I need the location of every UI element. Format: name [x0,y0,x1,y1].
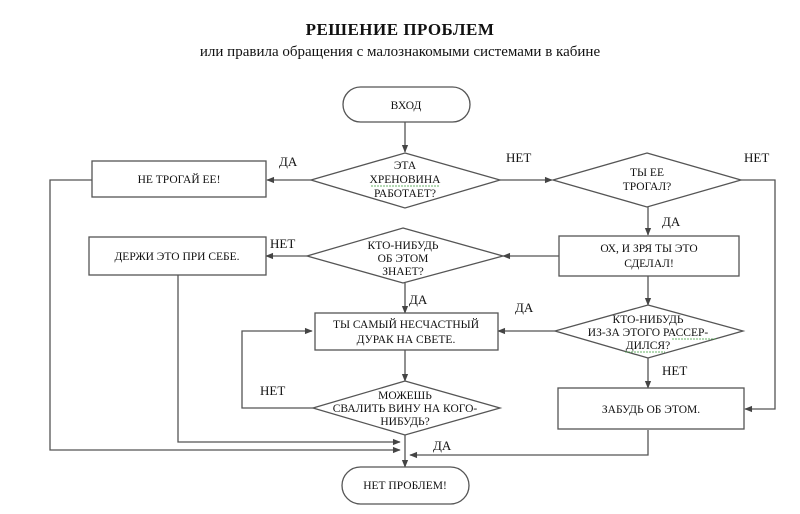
label-knows-yes: ДА [409,292,428,307]
edge-touched-no [741,179,776,413]
node-works-question: ЭТА ХРЕНОВИНА РАБОТАЕТ? [308,152,503,209]
node-forget-label: ЗАБУДЬ ОБ ЭТОМ. [602,404,700,416]
node-oh-no: ОХ, И ЗРЯ ТЫ ЭТО СДЕЛАЛ! [558,235,740,277]
node-knows-line3: ЗНАЕТ? [382,266,424,278]
node-angry-line2: ИЗ-ЗА ЭТОГО РАССЕР- [588,327,709,339]
node-keep-secret: ДЕРЖИ ЭТО ПРИ СЕБЕ. [88,236,267,276]
node-dont-touch-label: НЕ ТРОГАЙ ЕЕ! [138,172,221,186]
node-fool-line2: ДУРАК НА СВЕТЕ. [357,334,456,346]
label-blame-no: НЕТ [260,383,285,398]
edge-blame-no [241,327,313,409]
node-works-line1: ЭТА [394,160,417,172]
edge-forget-to-end [409,430,649,459]
node-dont-touch: НЕ ТРОГАЙ ЕЕ! [91,160,267,198]
node-end: НЕТ ПРОБЛЕМ! [341,466,470,505]
node-knows-line1: КТО-НИБУДЬ [368,240,439,252]
node-angry-line1: КТО-НИБУДЬ [613,314,684,326]
node-end-label: НЕТ ПРОБЛЕМ! [363,480,447,492]
node-touched-question: ТЫ ЕЕ ТРОГАЛ? [550,152,744,208]
node-start-label: ВХОД [391,100,422,112]
label-knows-no: НЕТ [270,236,295,251]
label-angry-yes: ДА [515,300,534,315]
node-blame-line1: МОЖЕШЬ [378,390,432,402]
node-fool: ТЫ САМЫЙ НЕСЧАСТНЫЙ ДУРАК НА СВЕТЕ. [314,312,499,351]
node-blame-question: МОЖЕШЬ СВАЛИТЬ ВИНУ НА КОГО- НИБУДЬ? [310,380,503,436]
node-knows-question: КТО-НИБУДЬ ОБ ЭТОМ ЗНАЕТ? [304,227,506,284]
edge-dont-touch-to-end [49,179,401,454]
node-angry-question: КТО-НИБУДЬ ИЗ-ЗА ЭТОГО РАССЕР- ДИЛСЯ? [552,304,746,359]
node-forget: ЗАБУДЬ ОБ ЭТОМ. [557,387,745,430]
node-blame-line3: НИБУДЬ? [380,416,429,428]
node-angry-line3: ДИЛСЯ? [626,340,670,352]
node-keep-secret-label: ДЕРЖИ ЭТО ПРИ СЕБЕ. [114,251,239,263]
node-works-line3: РАБОТАЕТ? [374,188,436,200]
node-touched-line1: ТЫ ЕЕ [630,167,664,179]
node-start: ВХОД [342,86,471,123]
node-works-line2: ХРЕНОВИНА [370,174,442,186]
label-works-yes: ДА [279,154,298,169]
node-knows-line2: ОБ ЭТОМ [378,253,429,265]
label-touched-no: НЕТ [744,150,769,165]
node-oh-no-line1: ОХ, И ЗРЯ ТЫ ЭТО [600,243,697,255]
node-touched-line2: ТРОГАЛ? [623,181,671,193]
label-touched-yes: ДА [662,214,681,229]
label-angry-no: НЕТ [662,363,687,378]
node-fool-line1: ТЫ САМЫЙ НЕСЧАСТНЫЙ [333,317,479,331]
node-blame-line2: СВАЛИТЬ ВИНУ НА КОГО- [333,403,478,415]
label-works-no: НЕТ [506,150,531,165]
page-title: РЕШЕНИЕ ПРОБЛЕМ [305,20,495,39]
edge-keep-secret-to-end [177,275,401,446]
node-oh-no-line2: СДЕЛАЛ! [624,258,674,270]
page-subtitle: или правила обращения с малознакомыми си… [199,44,601,60]
label-blame-yes: ДА [433,438,452,453]
